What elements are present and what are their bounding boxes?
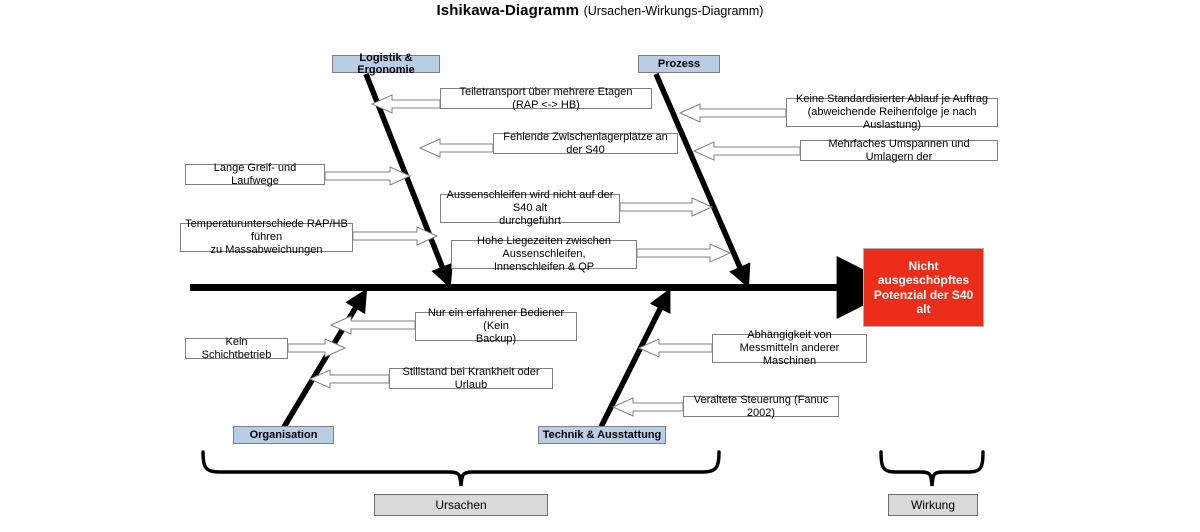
- cause-box-c9[interactable]: Nur ein erfahrener Bediener (Kein Backup…: [415, 307, 577, 345]
- brace-causes: [201, 450, 721, 487]
- connector-c12: [637, 338, 713, 358]
- category-organisation[interactable]: Organisation: [233, 426, 334, 444]
- connector-c7: [619, 197, 714, 217]
- cause-box-c1[interactable]: Teiletransport über mehrere Etagen (RAP …: [440, 85, 652, 111]
- end-label-wirkung-text: Wirkung: [910, 498, 955, 512]
- connector-c4: [352, 226, 439, 246]
- cause-c8-line1: Hohe Liegezeiten zwischen Aussenschleife…: [477, 235, 611, 260]
- end-label-ursachen[interactable]: Ursachen: [374, 494, 548, 516]
- cause-c7-line2: durchgeführt: [499, 215, 561, 227]
- cause-box-c10[interactable]: Kein Schichtbetrieb: [185, 335, 288, 361]
- cause-c9-line2: Backup): [475, 333, 517, 345]
- cause-c7-line1: Aussenschleifen wird nicht auf der S40 a…: [446, 189, 614, 214]
- cause-c12-line2: Maschinen: [762, 355, 817, 367]
- connector-c8: [636, 243, 732, 263]
- cause-c10-text: Kein Schichtbetrieb: [201, 335, 272, 361]
- connector-c2: [418, 138, 494, 158]
- cause-c12-line1: Abhängigkeit von Messmitteln anderer: [739, 329, 840, 354]
- category-prozess[interactable]: Prozess: [638, 55, 720, 73]
- brace-effect: [879, 450, 985, 487]
- category-technik-label: Technik & Ausstattung: [542, 429, 662, 441]
- category-technik[interactable]: Technik & Ausstattung: [538, 426, 666, 444]
- connector-c10: [287, 338, 347, 358]
- effect-box[interactable]: Nicht ausgeschöpftes Potenzial der S40 a…: [863, 248, 984, 327]
- connector-c5: [678, 103, 787, 123]
- category-prozess-label: Prozess: [657, 58, 701, 70]
- cause-box-c3[interactable]: Lange Greif- und Laufwege: [185, 161, 325, 187]
- cause-box-c7[interactable]: Aussenschleifen wird nicht auf der S40 a…: [440, 189, 620, 227]
- category-logistik[interactable]: Logistik & Ergonomie: [332, 52, 440, 76]
- cause-c11-text: Stillstand bei Krankheit oder Urlaub: [402, 365, 540, 391]
- connector-arrows: [287, 94, 801, 417]
- cause-box-c11[interactable]: Stillstand bei Krankheit oder Urlaub: [389, 365, 553, 391]
- effect-line2: ausgeschöpftes: [877, 273, 970, 287]
- page-title-sub: (Ursachen-Wirkungs-Diagramm): [583, 4, 764, 18]
- cause-c4-line1: Temperaturunterschiede RAP/HB führen: [185, 218, 348, 243]
- connector-c3: [324, 166, 412, 186]
- cause-box-c6[interactable]: Mehrfaches Umspannen und Umlagern der: [800, 137, 998, 163]
- brace-group: [201, 450, 985, 487]
- cause-box-c4[interactable]: Temperaturunterschiede RAP/HB führen zu …: [180, 218, 353, 256]
- category-organisation-label: Organisation: [249, 429, 318, 441]
- cause-c9-line1: Nur ein erfahrener Bediener (Kein: [427, 307, 565, 332]
- cause-c8-line2: Innenschleifen & QP: [493, 261, 595, 273]
- cause-box-c2[interactable]: Fehlende Zwischenlagerplätze an der S40: [493, 130, 678, 156]
- page-title: Ishikawa-Diagramm (Ursachen-Wirkungs-Dia…: [0, 2, 1200, 20]
- category-logistik-label: Logistik & Ergonomie: [357, 52, 415, 76]
- cause-c1-text: Teiletransport über mehrere Etagen (RAP …: [459, 85, 633, 111]
- cause-box-c5[interactable]: Keine Standardisierter Ablauf je Auftrag…: [786, 93, 998, 131]
- bone-prozess: [653, 72, 751, 289]
- connector-c11: [308, 369, 390, 389]
- page-title-main: Ishikawa-Diagramm: [436, 2, 580, 19]
- cause-c5-line2: (abweichende Reihenfolge je nach Auslast…: [807, 106, 977, 131]
- connector-c13: [611, 397, 684, 417]
- cause-c2-text: Fehlende Zwischenlagerplätze an der S40: [503, 130, 668, 156]
- connector-c6: [692, 141, 801, 161]
- cause-c3-text: Lange Greif- und Laufwege: [213, 161, 297, 187]
- bone-technik: [598, 288, 671, 429]
- cause-c13-text: Veraltete Steuerung (Fanuc 2002): [693, 393, 829, 419]
- cause-c4-line2: zu Massabweichungen: [210, 244, 323, 256]
- cause-box-c13[interactable]: Veraltete Steuerung (Fanuc 2002): [683, 393, 839, 419]
- effect-line1: Nicht: [908, 258, 939, 273]
- cause-box-c8[interactable]: Hohe Liegezeiten zwischen Aussenschleife…: [451, 235, 637, 273]
- effect-line4: alt: [916, 302, 931, 316]
- effect-line3: Potenzial der S40: [873, 287, 974, 302]
- cause-c6-text: Mehrfaches Umspannen und Umlagern der: [828, 137, 970, 163]
- cause-c5-line1: Keine Standardisierter Ablauf je Auftrag: [795, 93, 988, 105]
- cause-box-c12[interactable]: Abhängigkeit von Messmitteln anderer Mas…: [712, 329, 867, 367]
- end-label-wirkung[interactable]: Wirkung: [888, 494, 978, 516]
- end-label-ursachen-text: Ursachen: [435, 498, 487, 512]
